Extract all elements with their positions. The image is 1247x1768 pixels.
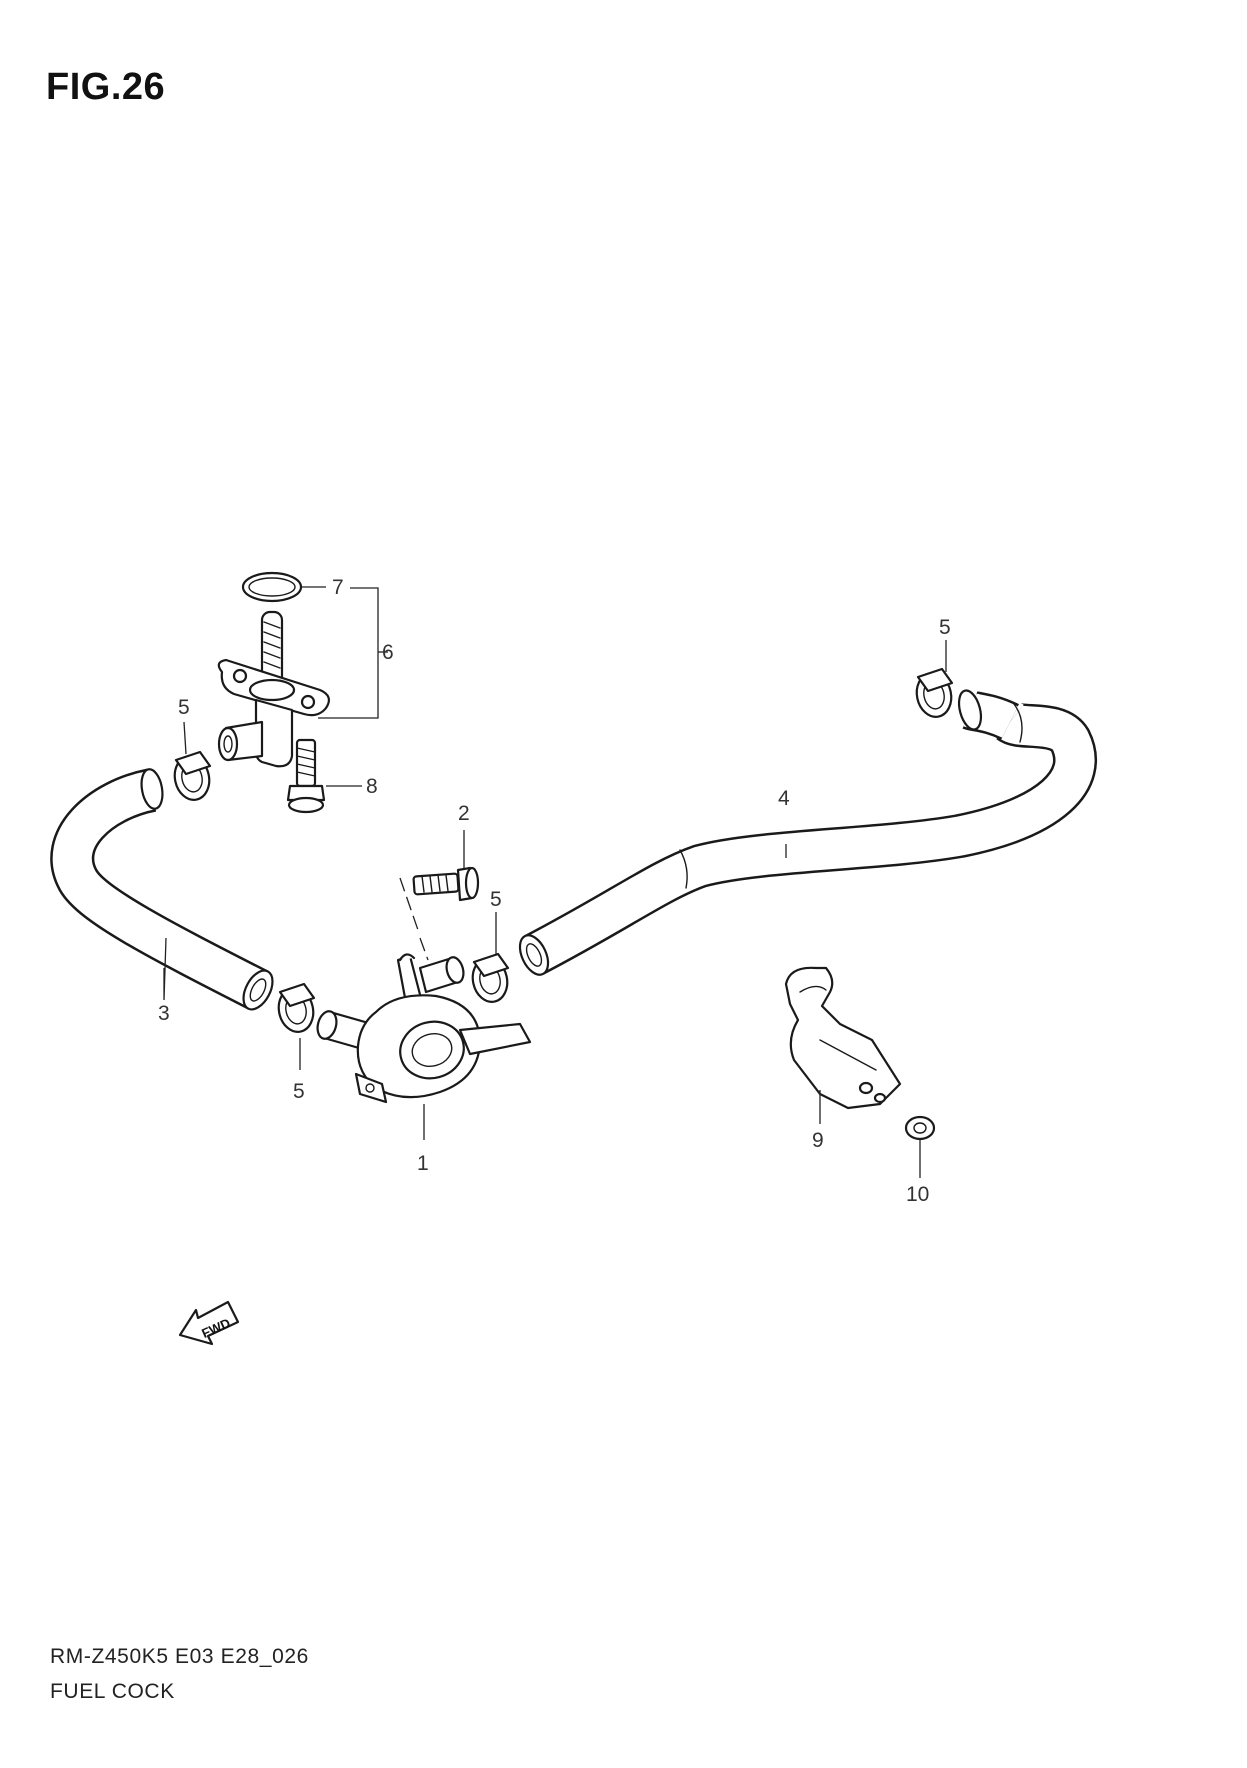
forward-arrow-icon: FWD [178, 1300, 240, 1346]
callout-2: 2 [458, 802, 470, 825]
callout-9: 9 [812, 1129, 824, 1152]
footer-model-code: RM-Z450K5 E03 E28_026 [50, 1645, 309, 1668]
callout-7: 7 [332, 576, 344, 599]
callout-5-upper-left: 5 [178, 696, 190, 719]
hose-clamp-part-5c [471, 952, 510, 1003]
fuel-hose-part-3 [50, 768, 274, 1011]
fuel-hose-part-4 [518, 689, 1097, 976]
hose-clamp-part-5a [173, 750, 212, 801]
footer-section-name: FUEL COCK [50, 1680, 175, 1703]
callout-4: 4 [778, 787, 790, 810]
callout-1: 1 [417, 1152, 429, 1175]
bolt-part-2 [412, 866, 480, 902]
callout-10: 10 [906, 1183, 929, 1206]
o-ring-part-7 [241, 571, 303, 603]
callout-5-right: 5 [939, 616, 951, 639]
figure-title: FIG.26 [46, 66, 166, 108]
fuel-cock-body-part-6 [217, 610, 330, 768]
washer-part-10 [904, 1115, 936, 1141]
callout-6: 6 [382, 641, 394, 664]
callout-5-center: 5 [490, 888, 502, 911]
screw-part-8 [286, 738, 326, 814]
hose-clamp-part-5b [277, 982, 316, 1033]
callout-3: 3 [158, 1002, 170, 1025]
fuel-cock-part-1 [316, 953, 532, 1104]
callout-5-lower-left: 5 [293, 1080, 305, 1103]
callout-8: 8 [366, 775, 378, 798]
bracket-part-9 [784, 966, 902, 1110]
callout-labels: 1 2 3 4 5 5 5 5 6 7 8 9 10 [158, 576, 951, 1206]
hose-clamp-part-5d [915, 667, 954, 718]
leader-lines [163, 586, 947, 1178]
